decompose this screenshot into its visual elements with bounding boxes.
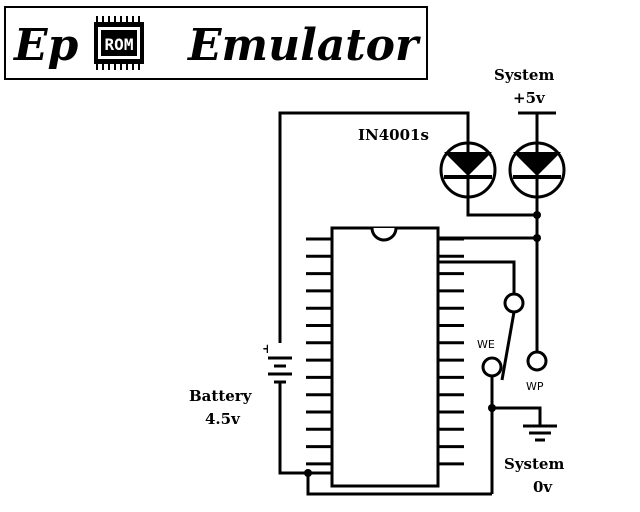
system-0v-label-line1: System	[504, 455, 564, 473]
wire-battery-negative	[278, 382, 332, 475]
rom-chip-text: ROM	[105, 35, 134, 54]
wire-diode-join	[466, 197, 537, 217]
system-5v-label-line2: +5v	[513, 89, 546, 107]
sram-left-pins	[306, 237, 332, 466]
title-frame	[4, 6, 428, 80]
rom-chip-icon: ROM	[94, 16, 144, 70]
sram-chip-notch	[370, 227, 398, 242]
we-label: WE	[477, 338, 495, 351]
junctions	[304, 211, 541, 477]
junction-battery-neg	[304, 469, 312, 477]
title-prefix: Ep	[12, 20, 79, 71]
diode-right	[508, 141, 566, 199]
we-switch-top-contact	[503, 292, 525, 314]
system-5v-label-line1: System	[494, 66, 554, 84]
wire-bottom-return	[306, 473, 492, 496]
we-switch-contact	[481, 356, 503, 378]
wire-battery-to-diode	[278, 111, 470, 345]
wire-we-pin	[438, 260, 516, 293]
battery-plus-label: +	[262, 342, 273, 357]
junction-ground	[488, 404, 496, 412]
wp-switch-contact	[526, 350, 548, 372]
wp-label: WP	[526, 380, 544, 393]
title-banner: Ep ROM Emulator	[4, 6, 428, 80]
diodes-label: IN4001s	[358, 126, 429, 144]
sram-chip-body	[330, 226, 440, 488]
system-0v-label-line2: 0v	[533, 478, 553, 496]
wire-ground-drop	[492, 406, 542, 425]
battery-label-line2: 4.5v	[205, 410, 241, 428]
battery-symbol	[268, 343, 292, 384]
sram-right-pins	[438, 237, 464, 466]
wiring	[278, 111, 556, 496]
title-suffix: Emulator	[186, 20, 421, 71]
sram-chip	[306, 226, 464, 488]
junction-vcc	[533, 234, 541, 242]
battery-label-line1: Battery	[189, 387, 253, 405]
junction-diodes	[533, 211, 541, 219]
diode-left	[439, 141, 497, 199]
we-switch-arm	[500, 311, 516, 381]
ground-symbol	[523, 424, 557, 442]
